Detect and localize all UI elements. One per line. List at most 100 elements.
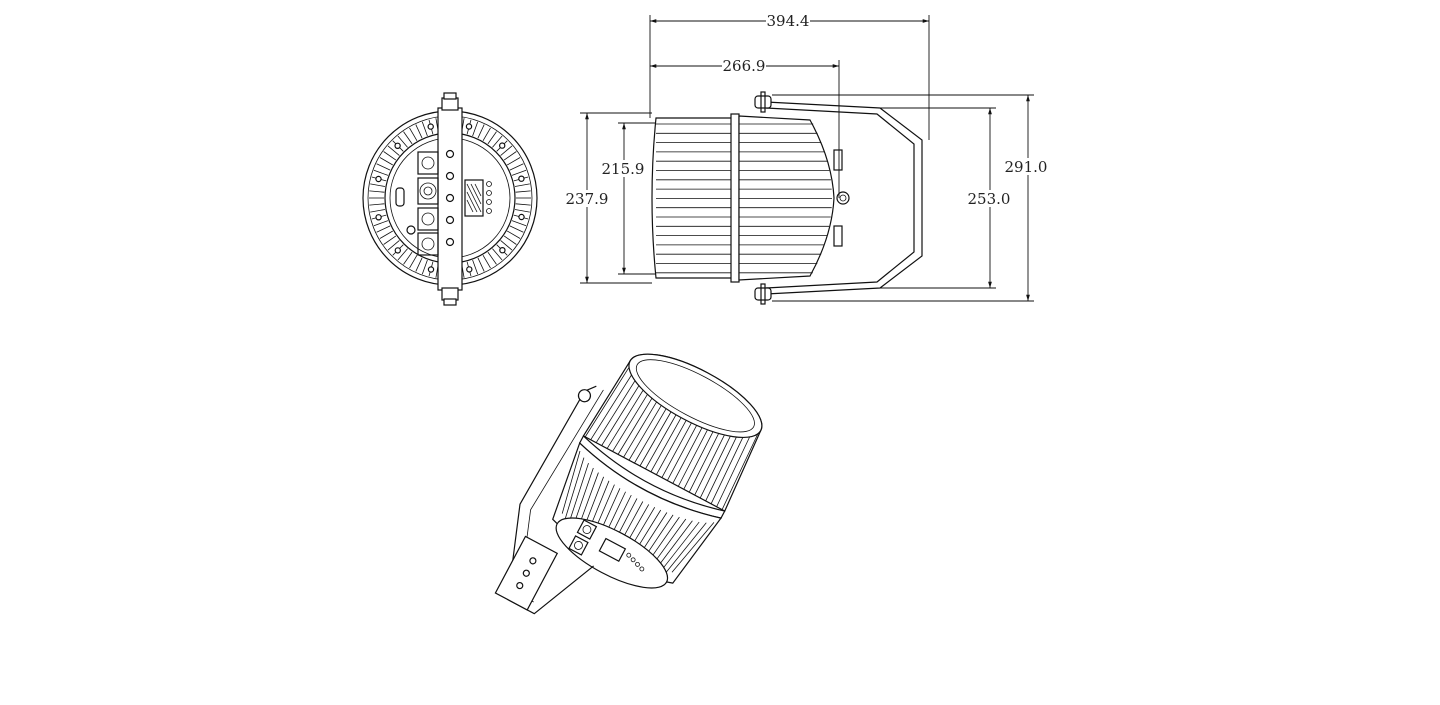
fin-tooth	[421, 259, 428, 275]
side-connector-bottom	[833, 225, 843, 247]
vent-valve	[406, 225, 416, 235]
fin-tooth	[500, 145, 513, 156]
fin-line	[664, 522, 707, 574]
fin-tooth	[515, 203, 531, 206]
front-bracket	[437, 107, 463, 291]
fin-tooth	[373, 169, 389, 176]
fin-tooth	[506, 230, 521, 239]
fin-tooth	[376, 225, 391, 233]
control-button	[486, 208, 492, 214]
front-screws	[375, 123, 525, 273]
fin-tooth	[514, 183, 530, 187]
side-pivot-knob	[836, 191, 850, 205]
iso-display	[598, 537, 627, 563]
fin-line	[672, 427, 703, 484]
bracket-hole	[445, 237, 455, 247]
iso-yoke-plate	[494, 535, 559, 611]
screw	[375, 214, 382, 221]
fin-tooth	[415, 124, 423, 139]
fin-tooth	[409, 127, 418, 142]
data-in-connector	[417, 207, 439, 231]
fin-line	[612, 394, 648, 452]
bracket-hole	[445, 171, 455, 181]
screw	[427, 123, 434, 130]
front-bracket-knob-top	[441, 97, 459, 111]
fin-line	[584, 367, 630, 438]
fin-line	[617, 398, 653, 455]
side-yoke-knob-top	[754, 95, 772, 109]
fin-line	[564, 457, 585, 521]
fin-line	[645, 414, 677, 470]
control-button	[486, 199, 492, 205]
fin-tooth	[503, 151, 517, 161]
fin-tooth	[370, 183, 386, 187]
front-bracket-knob-top-cap	[443, 92, 457, 100]
fin-line	[634, 408, 667, 464]
fin-line	[595, 380, 636, 443]
screw	[499, 246, 506, 254]
fin-line	[623, 401, 657, 458]
fin-line	[688, 433, 720, 493]
fin-tooth	[397, 135, 408, 148]
fin-line	[671, 522, 715, 573]
fin-tooth	[503, 235, 517, 245]
fin-tooth	[482, 127, 491, 142]
side-yoke-outer	[765, 101, 923, 295]
fin-line	[677, 429, 708, 487]
fin-tooth	[492, 135, 503, 148]
dimension-lines: 394.4 266.9 215.9 237.9 253.0 291.0	[565, 12, 1048, 302]
dim-body-length: 266.9	[723, 57, 766, 75]
fin-tooth	[509, 163, 524, 171]
fin-tooth	[515, 190, 531, 193]
fin-tooth	[472, 259, 479, 275]
side-separator-ring	[730, 113, 740, 283]
screw	[518, 213, 525, 221]
dim-inner-diameter: 215.9	[602, 160, 645, 178]
fin-tooth	[477, 257, 485, 272]
iso-connector	[576, 519, 598, 540]
fin-line	[628, 405, 662, 461]
side-rear-fins	[739, 123, 832, 274]
front-bracket-knob-bottom-cap	[443, 298, 457, 306]
bracket-hole	[445, 215, 455, 225]
fin-tooth	[403, 131, 413, 145]
screw	[465, 123, 473, 130]
screw	[499, 142, 506, 149]
fin-line	[710, 437, 744, 505]
fin-line	[699, 435, 731, 499]
fin-tooth	[369, 203, 385, 206]
fin-line	[666, 425, 698, 481]
iso-connector	[568, 535, 589, 556]
screw	[394, 142, 401, 149]
fin-line	[683, 431, 714, 490]
fin-tooth	[482, 254, 491, 269]
screw	[427, 266, 435, 273]
fin-line	[639, 411, 672, 467]
fin-line	[561, 450, 581, 514]
fin-line	[705, 436, 737, 502]
fin-tooth	[383, 235, 397, 245]
screw	[394, 247, 401, 254]
fin-tooth	[487, 131, 497, 145]
fin-line	[650, 417, 682, 473]
isometric-view	[494, 353, 763, 615]
fin-tooth	[514, 209, 530, 213]
fin-tooth	[387, 145, 400, 156]
fin-tooth	[500, 240, 513, 251]
screw	[518, 175, 525, 182]
fin-tooth	[511, 220, 527, 227]
fin-tooth	[415, 257, 423, 272]
fin-tooth	[383, 151, 397, 161]
fin-tooth	[509, 225, 524, 233]
fin-tooth	[370, 209, 386, 213]
fin-tooth	[421, 121, 428, 137]
control-button	[486, 181, 492, 187]
fin-line	[716, 436, 750, 507]
fin-tooth	[409, 254, 418, 269]
bracket-hole	[445, 149, 455, 159]
control-button	[486, 190, 492, 196]
fin-tooth	[511, 169, 527, 176]
side-yoke-inner	[765, 107, 915, 289]
